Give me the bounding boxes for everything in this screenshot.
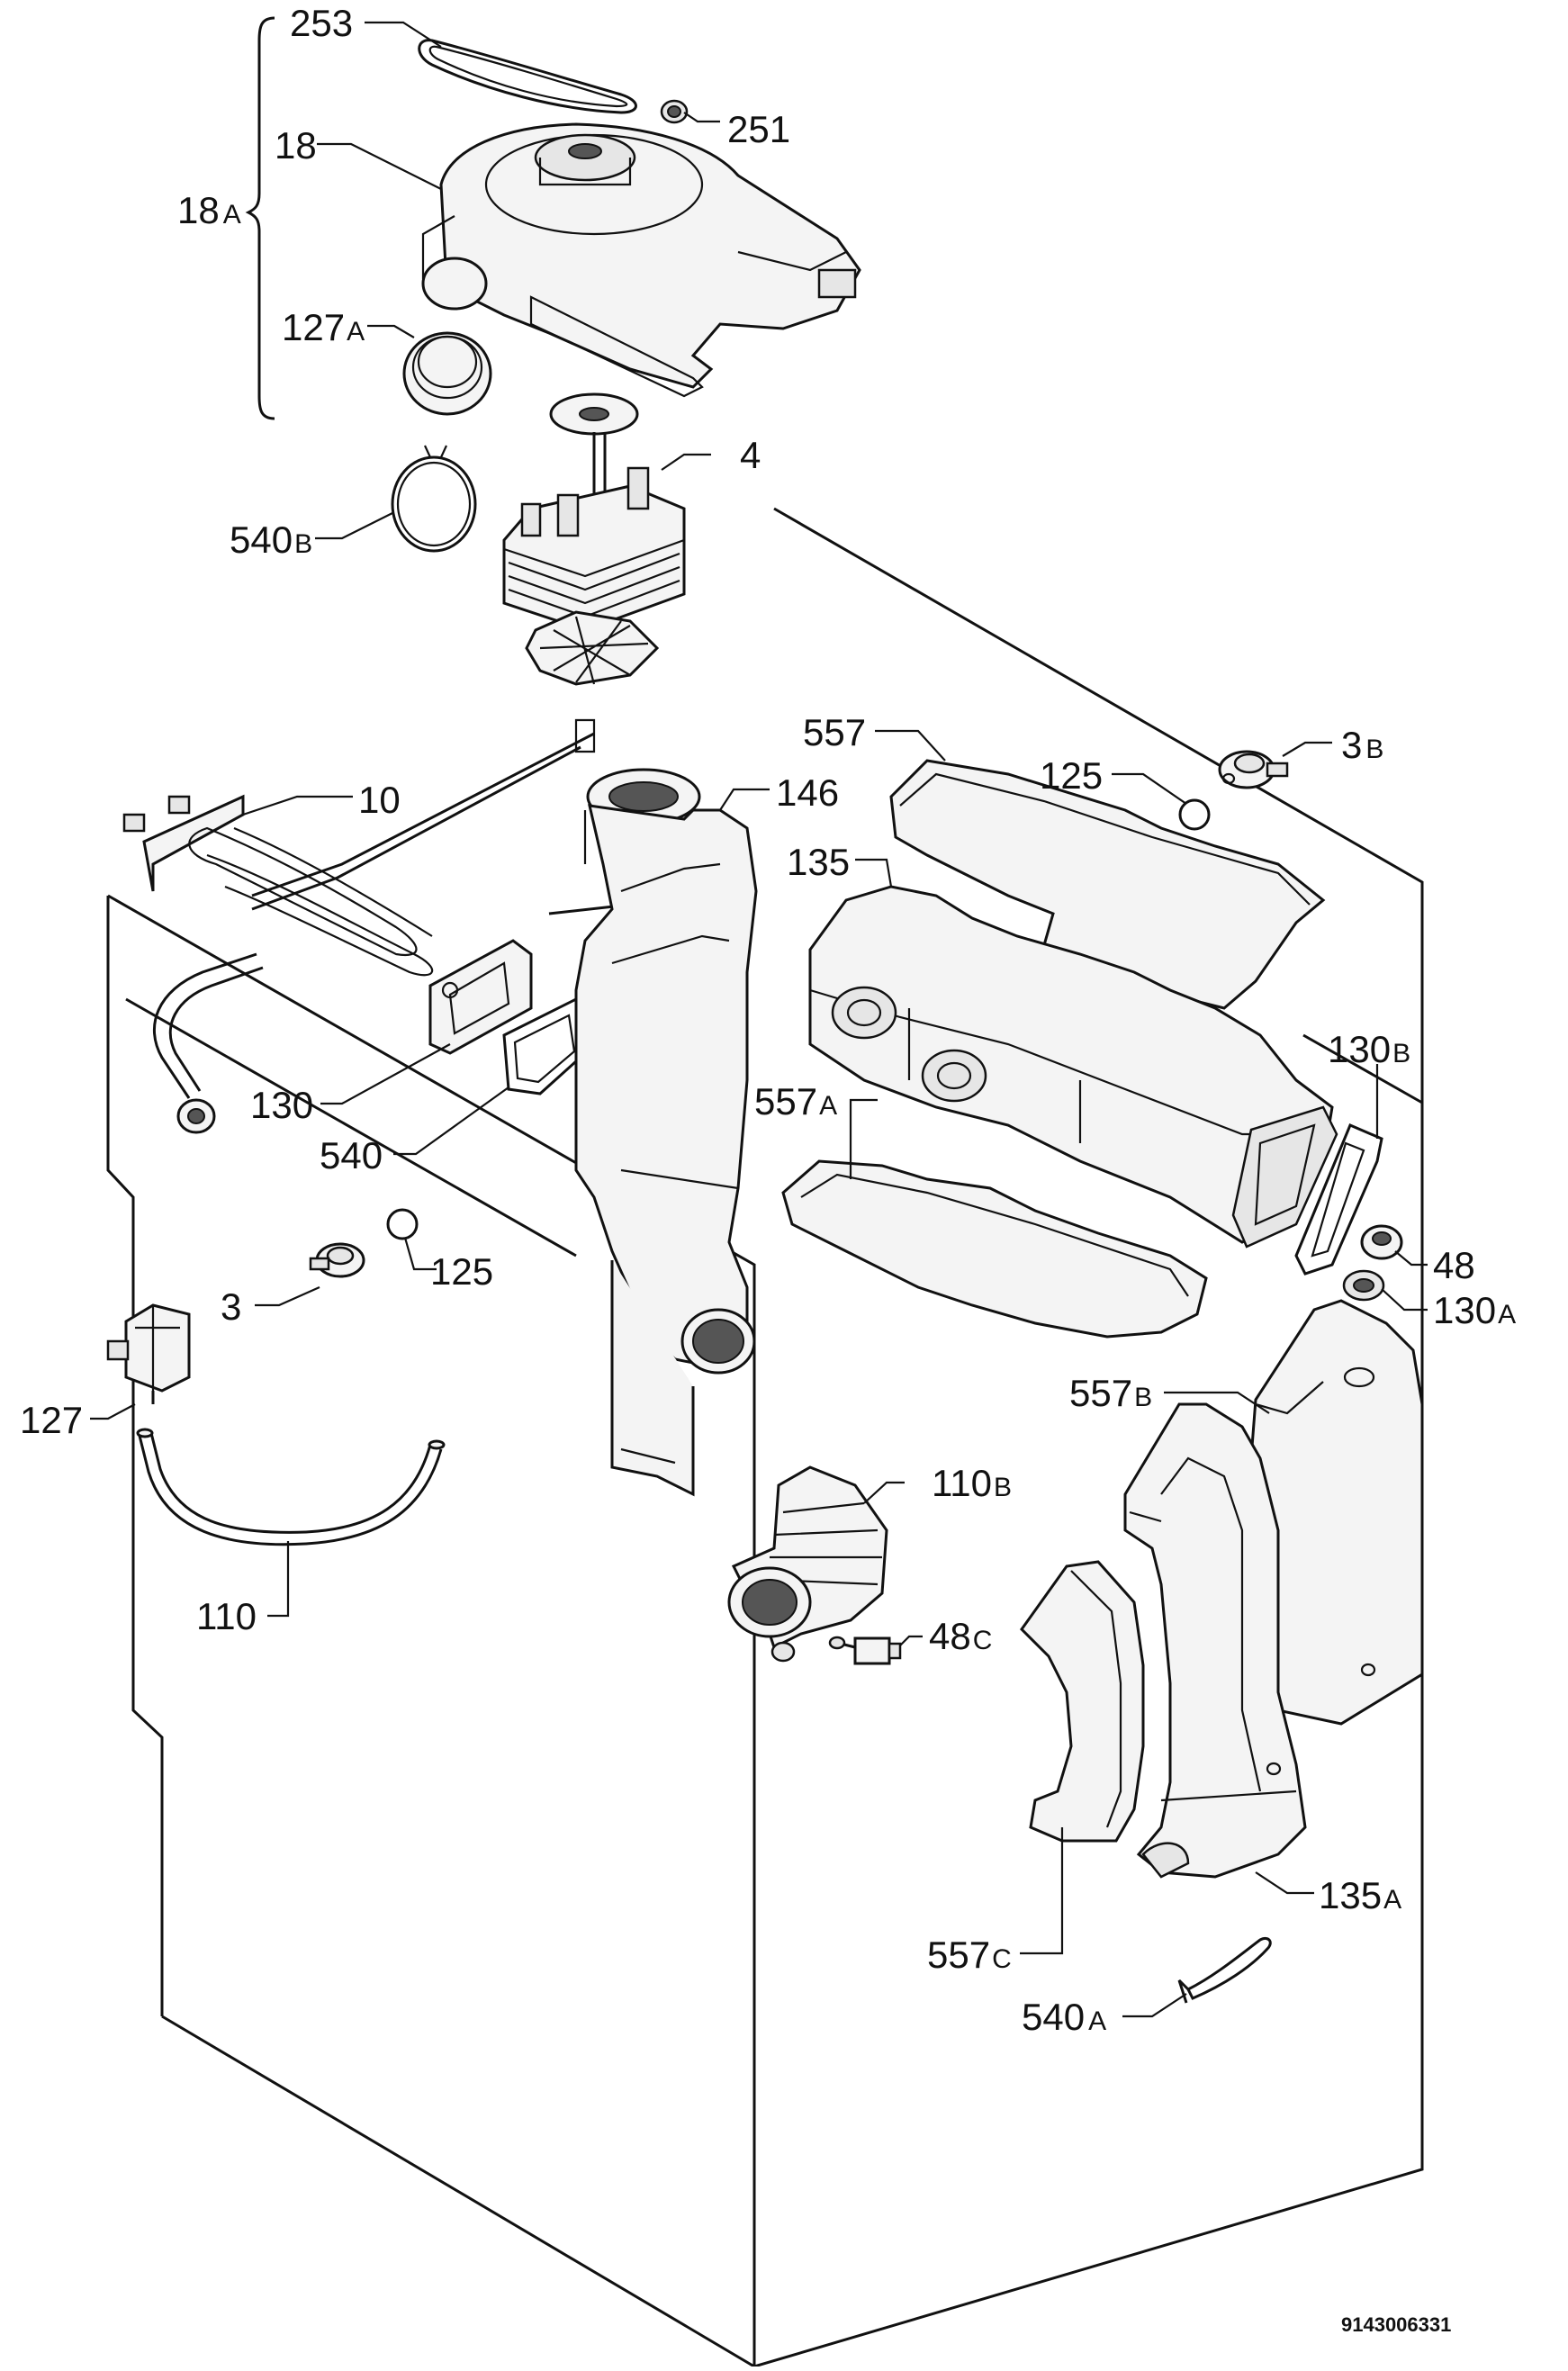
document-number: 9143006331 [1341,2313,1451,2336]
cover-557c-part [1020,1560,1145,1843]
fan-housing-part [421,122,861,398]
label-130: 130 [250,1084,313,1126]
level-sensor-part [106,1303,191,1404]
gasket-130-part [428,939,533,1055]
label-110: 110 [196,1595,257,1637]
label-125-bottom: 125 [430,1250,493,1293]
drive-belt-part [418,39,637,114]
leader-lines [90,21,1428,2018]
label-135: 135 [787,841,850,883]
fan-motor-part [502,392,686,686]
nut-part [660,99,689,124]
o-ring-top-part [1178,798,1211,831]
label-4: 4 [740,434,761,476]
label-130b: 130B [1328,1028,1410,1070]
label-127a: 127A [282,306,365,348]
label-135a: 135A [1319,1874,1401,1916]
gasket-130b-part [1294,1123,1383,1276]
label-540b: 540B [230,518,312,561]
gasket-540-part [502,996,587,1095]
label-557a: 557A [754,1080,837,1122]
label-48: 48 [1433,1244,1475,1286]
lower-duct-part [1123,1402,1307,1879]
assembly-bracket [245,16,275,420]
label-10: 10 [358,779,401,821]
label-130a: 130A [1433,1289,1516,1331]
grommet-48-part [1360,1224,1403,1260]
condenser-duct-part [808,885,1338,1249]
bellows-hose-part [727,1465,888,1663]
clip-540a-part [1177,1936,1272,2004]
label-557c: 557C [927,1934,1012,1976]
label-557b: 557B [1069,1372,1152,1414]
label-253: 253 [290,2,353,44]
temperature-sensor-part [828,1636,902,1665]
label-3: 3 [221,1285,241,1328]
gasket-557-part [889,759,1326,1010]
label-251: 251 [727,108,790,150]
drain-hose-part [136,1428,446,1546]
heater-element-part [122,718,596,1134]
seal-ring-part [402,331,492,416]
gasket-130a-part [1342,1269,1385,1302]
label-110b: 110B [932,1462,1012,1504]
label-48c: 48C [929,1615,992,1657]
air-duct-part [574,768,758,1497]
label-125-top: 125 [1040,754,1103,797]
label-557: 557 [803,711,866,753]
gasket-557a-part [781,1159,1208,1339]
label-540: 540 [320,1134,383,1176]
o-ring-bottom-part [386,1208,419,1240]
label-127: 127 [20,1399,83,1441]
thermostat-3-part [309,1242,365,1278]
label-18: 18 [275,124,317,167]
thermostat-3b-part [1218,750,1289,789]
label-146: 146 [776,771,839,814]
hose-clamp-part [391,445,477,553]
